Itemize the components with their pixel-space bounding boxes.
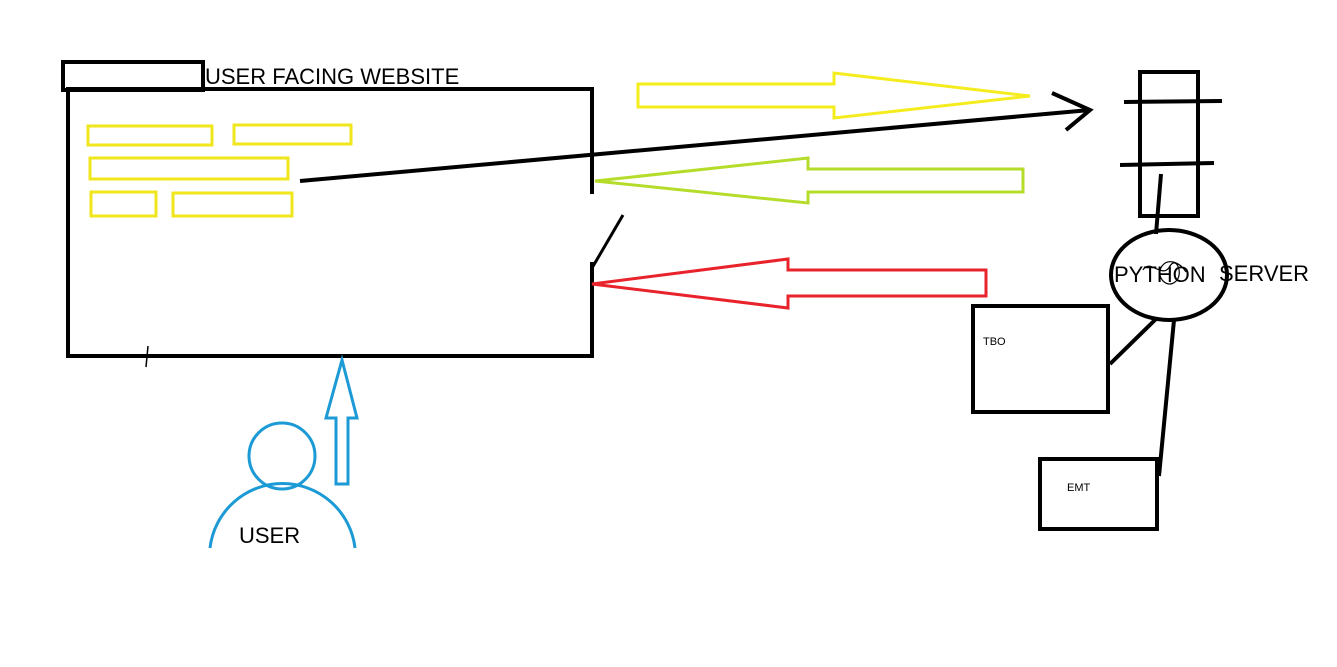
- python-label: PYTHON: [1114, 262, 1206, 287]
- scribble-mark: [1142, 261, 1187, 285]
- tbo-box: [971, 304, 1110, 414]
- emt-label: EMT: [1067, 482, 1091, 494]
- website-title-tab: [61, 60, 205, 92]
- website-box: [66, 87, 594, 358]
- form-field: [232, 123, 353, 146]
- request-arrow: [636, 71, 1031, 120]
- tbo-link: [1108, 316, 1159, 366]
- request-arrowhead: [1051, 91, 1094, 132]
- user-arrow: [324, 354, 359, 486]
- user-head: [247, 421, 317, 491]
- server-tower-rail: [1123, 99, 1223, 104]
- user-figure: [208, 421, 357, 549]
- response-arrow: [594, 156, 1025, 205]
- emt-box: [1038, 457, 1159, 531]
- python-server-node: [1109, 228, 1229, 322]
- user-body: [208, 482, 357, 549]
- form-fields: [86, 123, 353, 218]
- form-field: [88, 156, 290, 181]
- stray-mark: [145, 345, 149, 368]
- server-tower-rail: [1119, 161, 1215, 167]
- server-tower: [1119, 70, 1223, 235]
- emt-link: [1157, 319, 1176, 477]
- server-label: SERVER: [1219, 261, 1309, 286]
- request-line: [299, 108, 1091, 183]
- website-door: [590, 214, 625, 269]
- error-arrow: [591, 257, 988, 310]
- server-tower-body: [1138, 70, 1200, 218]
- form-field: [86, 124, 214, 147]
- server-tower-link: [1154, 173, 1163, 235]
- form-field: [171, 191, 294, 218]
- tbo-label: TBO: [983, 336, 1006, 348]
- form-field: [89, 190, 158, 218]
- user-label: USER: [239, 523, 300, 548]
- website-title: USER FACING WEBSITE: [205, 64, 459, 89]
